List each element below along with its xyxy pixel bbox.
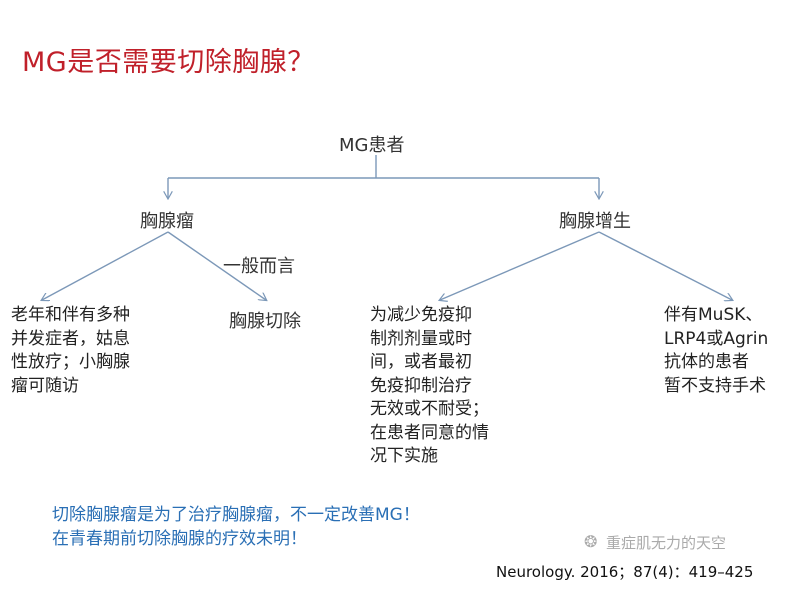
watermark: 重症肌无力的天空 bbox=[606, 534, 727, 552]
arrow-hyperplasia-to-antibody bbox=[598, 231, 732, 300]
thymic-hyperplasia-node: 胸腺增生 bbox=[559, 211, 631, 232]
palliative-leaf: 老年和伴有多种 并发症者，姑息 性放疗；小胸腺 瘤可随访 bbox=[11, 305, 130, 396]
resection-leaf: 胸腺切除 bbox=[229, 311, 301, 332]
arrow-hyperplasia-to-conditions bbox=[440, 231, 600, 300]
note-prepubertal: 在青春期前切除胸腺的疗效未明！ bbox=[52, 529, 307, 549]
thymoma-node: 胸腺瘤 bbox=[140, 211, 194, 232]
arrow-thymoma-to-palliative bbox=[42, 231, 169, 300]
note-thymoma-resection: 切除胸腺瘤是为了治疗胸腺瘤，不一定改善MG！ bbox=[52, 505, 420, 525]
slide-title: MG是否需要切除胸腺？ bbox=[22, 47, 315, 78]
surgery-conditions-leaf: 为减少免疫抑 制剂剂量或时 间，或者最初 免疫抑制治疗 无效或不耐受； 在患者同… bbox=[370, 305, 489, 466]
wechat-icon: ❂ bbox=[584, 532, 598, 551]
edge-label: 一般而言 bbox=[223, 256, 295, 277]
arrow-thymoma-to-resection bbox=[167, 231, 266, 300]
root-node: MG患者 bbox=[339, 135, 405, 156]
citation: Neurology. 2016；87(4)：419–425 bbox=[496, 563, 754, 581]
antibody-leaf: 伴有MuSK、 LRP4或Agrin 抗体的患者 暂不支持手术 bbox=[664, 305, 769, 396]
